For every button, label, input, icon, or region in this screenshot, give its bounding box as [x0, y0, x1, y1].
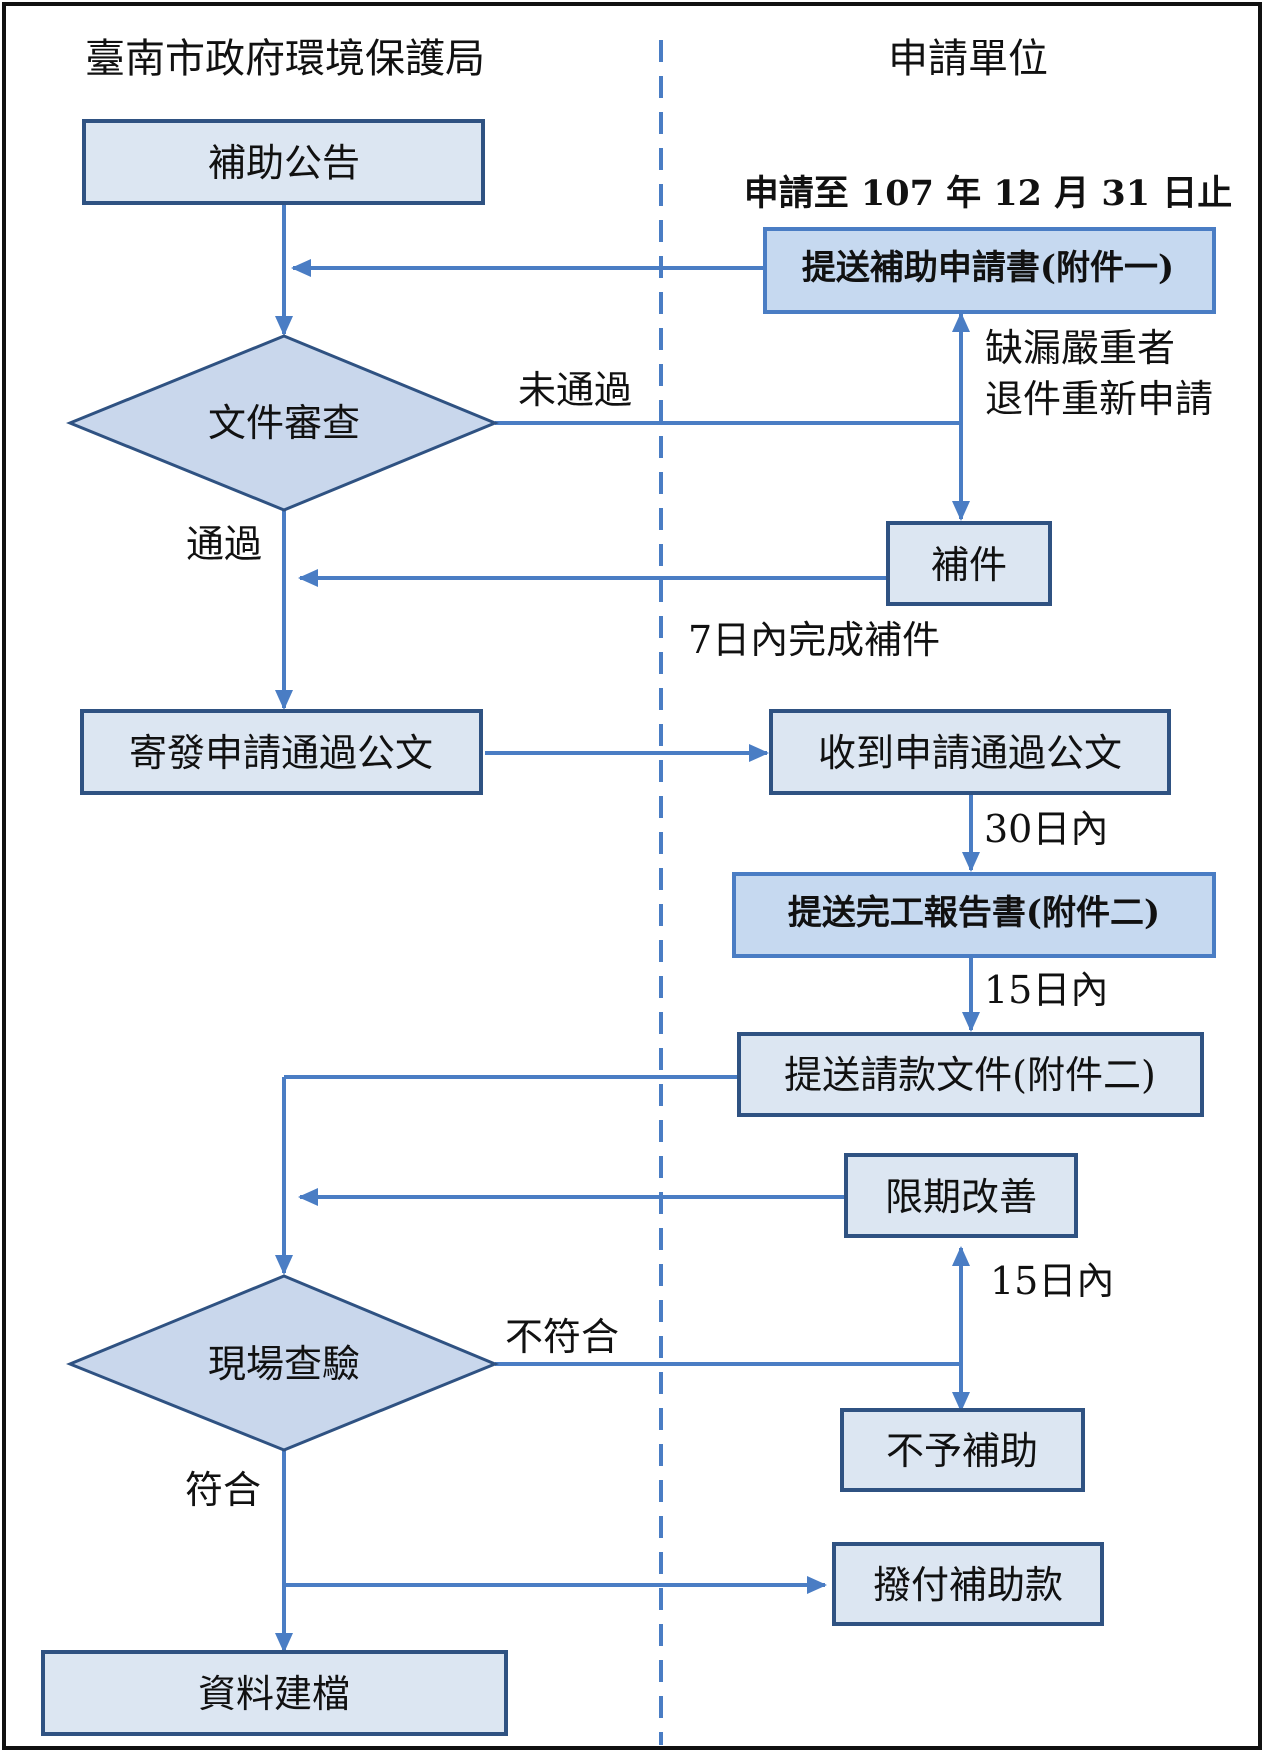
submit-completion-report-box: [732, 872, 1216, 958]
subsidy-announcement-box: [82, 119, 485, 205]
receive-approval-letter-box: [769, 709, 1171, 795]
within-15-days-label-b: 15日內: [990, 1259, 1114, 1303]
application-deadline: 申請至 107 年 12 月 31 日止: [744, 173, 1233, 214]
lane-header-epb: 臺南市政府環境保護局: [85, 36, 485, 82]
pay-subsidy-label: 撥付補助款: [873, 1563, 1063, 1607]
serious-missing-label-line2: 退件重新申請: [985, 377, 1213, 421]
site-inspection-decision: [66, 1274, 499, 1452]
send-approval-letter-label: 寄發申請通過公文: [129, 731, 433, 775]
improve-deadline-box: [844, 1153, 1078, 1238]
supplement-label: 補件: [931, 543, 1007, 587]
submit-application-label: 提送補助申請書(附件一): [802, 248, 1174, 288]
no-subsidy-label: 不予補助: [886, 1429, 1038, 1473]
pay-subsidy-box: [832, 1542, 1104, 1626]
submit-application-box: [763, 227, 1216, 314]
inspection-fail-label: 不符合: [505, 1315, 619, 1359]
submit-payment-docs-box: [737, 1032, 1204, 1117]
review-pass-label: 通過: [186, 522, 262, 566]
lane-header-applicant: 申請單位: [888, 36, 1048, 82]
improve-deadline-label: 限期改善: [885, 1175, 1037, 1219]
document-review-decision: [66, 334, 499, 512]
submit-payment-docs-label: 提送請款文件(附件二): [784, 1053, 1156, 1097]
inspection-pass-label: 符合: [185, 1468, 261, 1512]
receive-approval-letter-label: 收到申請通過公文: [818, 731, 1122, 775]
data-archive-box: [41, 1650, 508, 1736]
subsidy-announcement-label: 補助公告: [208, 141, 360, 185]
submit-completion-report-label: 提送完工報告書(附件二): [788, 893, 1160, 933]
document-review-label: 文件審查: [208, 401, 360, 445]
supplement-within-7-days-label: 7日內完成補件: [688, 618, 940, 662]
review-fail-label: 未通過: [518, 368, 632, 412]
within-15-days-label-a: 15日內: [984, 968, 1108, 1012]
supplement-box: [886, 521, 1052, 606]
serious-missing-label-line1: 缺漏嚴重者: [985, 326, 1175, 370]
no-subsidy-box: [840, 1408, 1085, 1492]
data-archive-label: 資料建檔: [198, 1672, 350, 1716]
site-inspection-label: 現場查驗: [208, 1342, 360, 1386]
send-approval-letter-box: [80, 709, 483, 795]
within-30-days-label: 30日內: [984, 807, 1108, 851]
